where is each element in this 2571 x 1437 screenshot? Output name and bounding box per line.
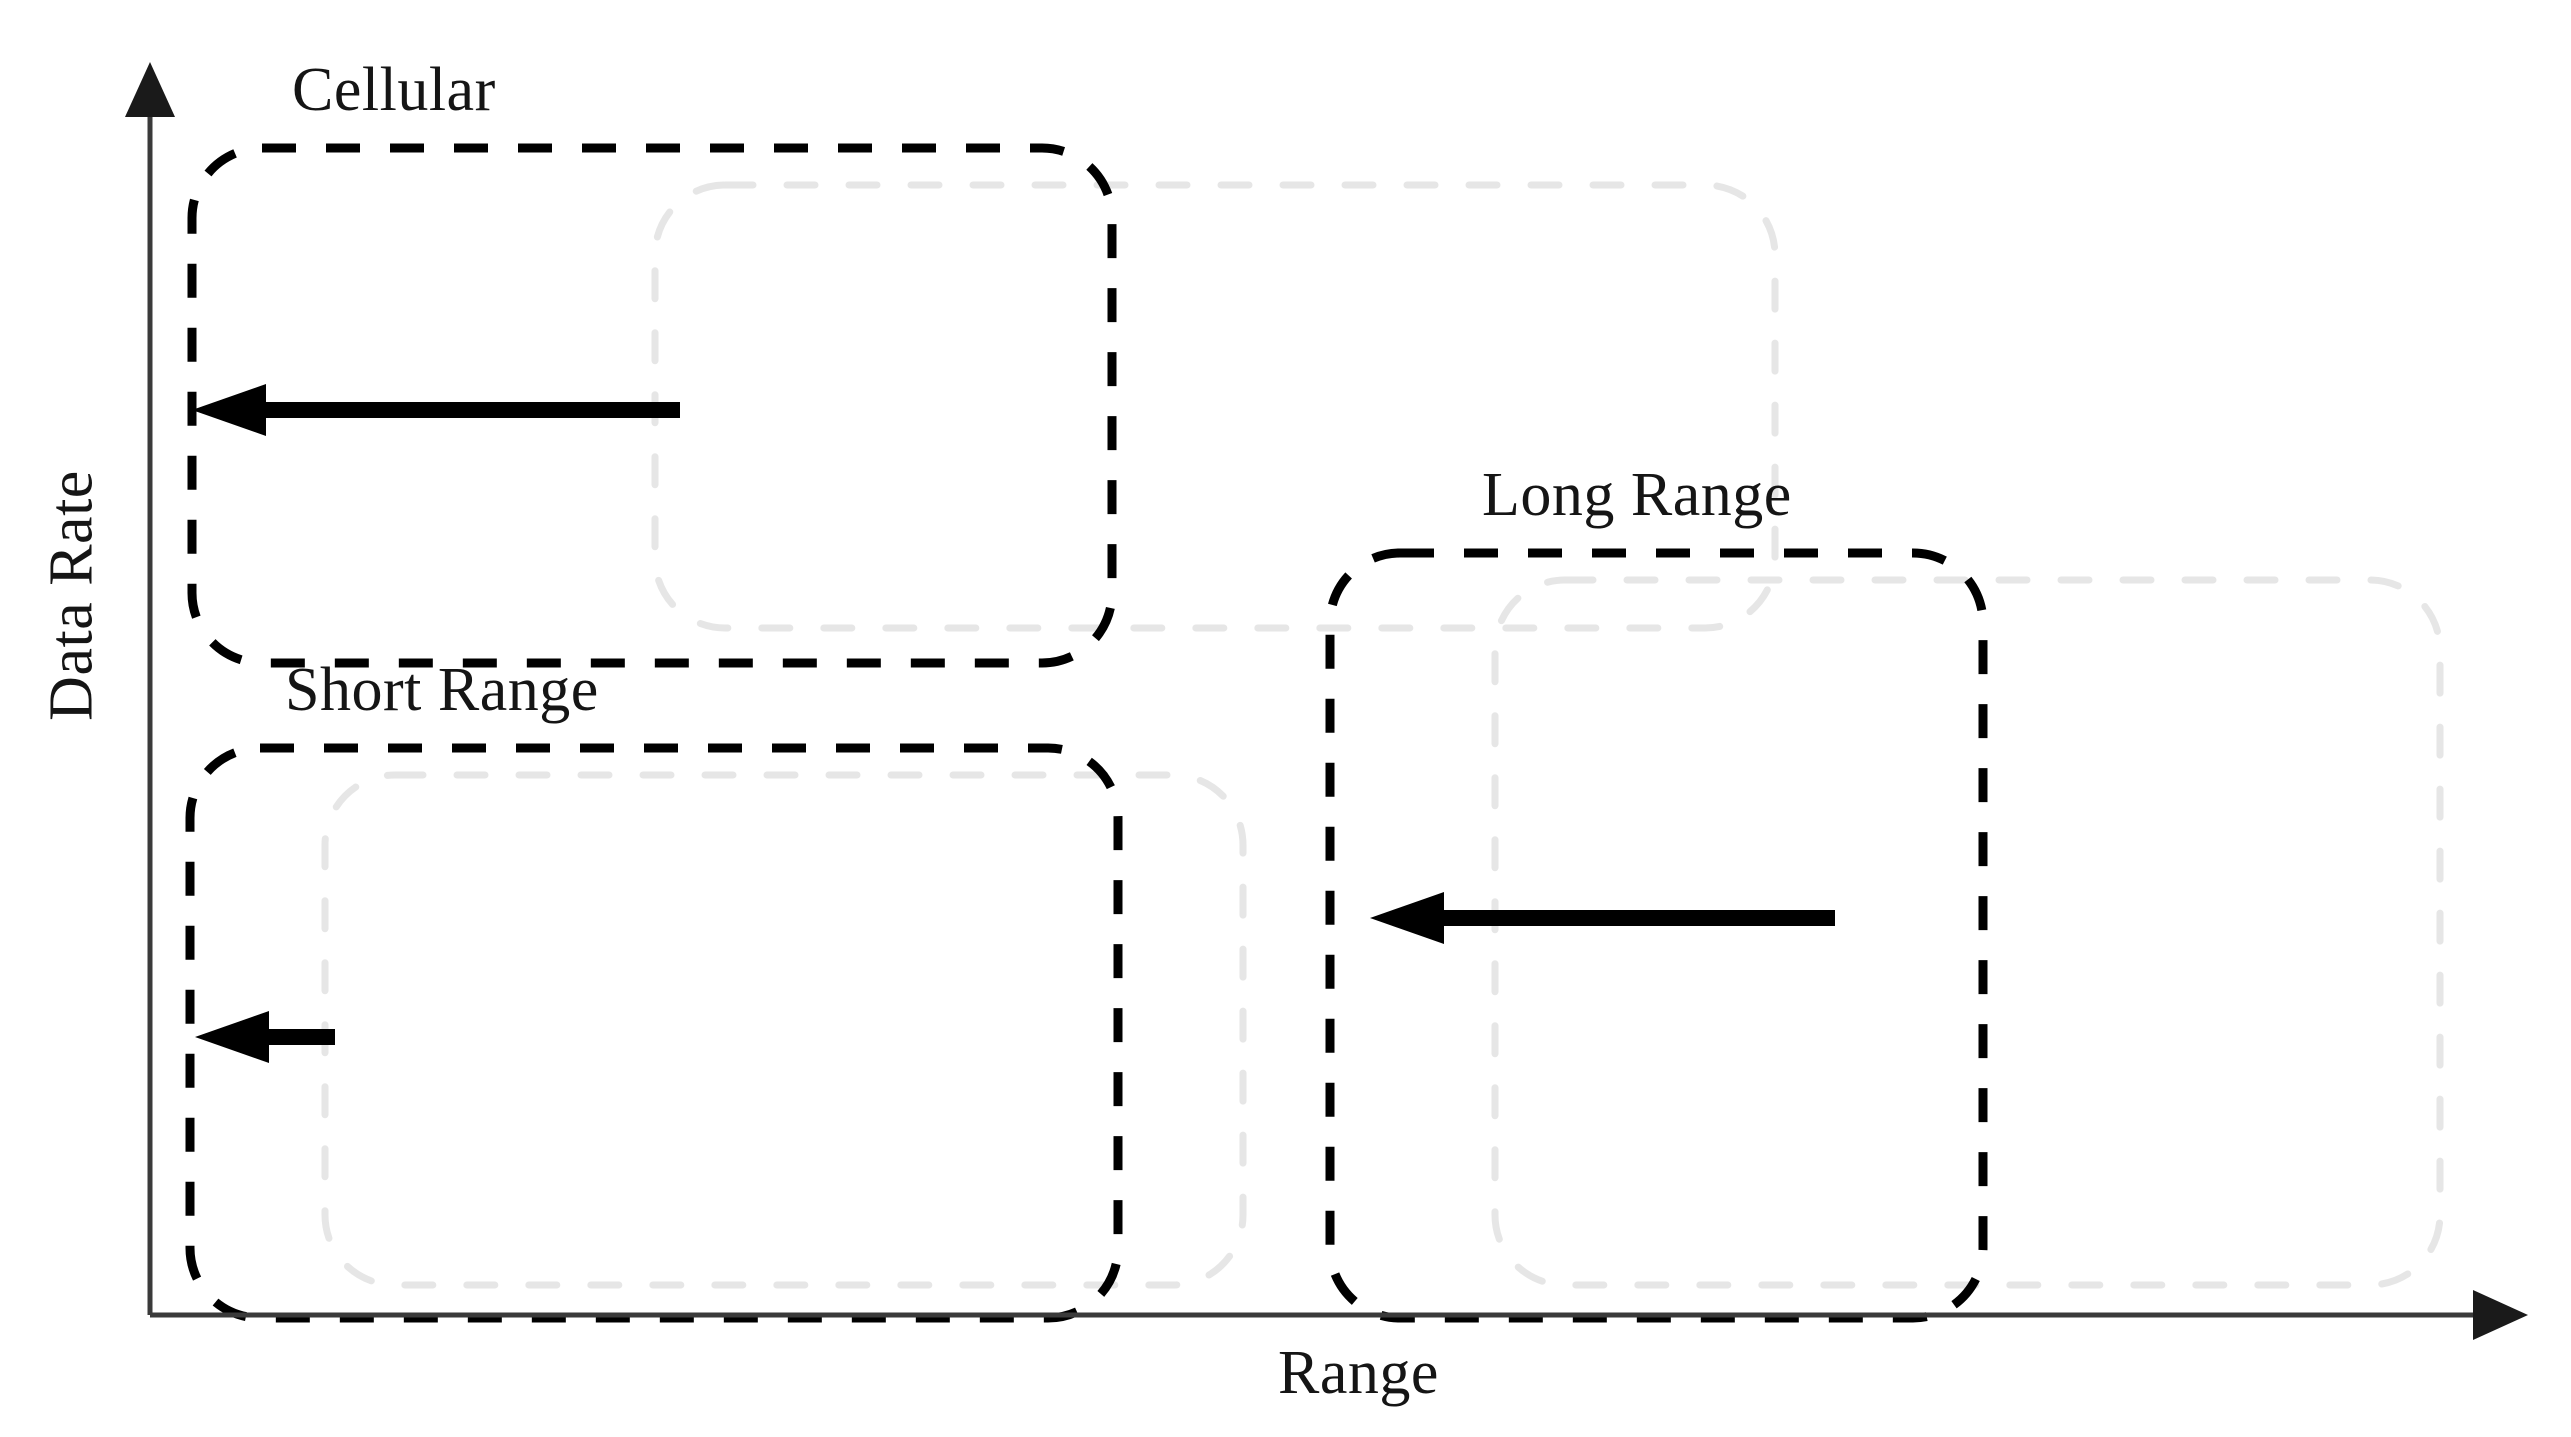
- ghost-box-short-range: [321, 771, 1247, 1289]
- group-label-short-range: Short Range: [285, 656, 599, 724]
- solid-box-long-range[interactable]: [1325, 548, 1988, 1323]
- trend-arrow-long-range: [1370, 892, 1835, 944]
- axis-layer: [125, 62, 2528, 1340]
- solid-box-cellular[interactable]: [187, 143, 1117, 668]
- y-axis-label: Data Rate: [37, 470, 106, 721]
- x-axis-label: Range: [1278, 1339, 1439, 1407]
- trend-arrow-cellular: [192, 384, 680, 436]
- solid-box-short-range[interactable]: [185, 743, 1123, 1323]
- ghost-box-cellular: [651, 181, 1779, 632]
- ghost-box-layer: [321, 181, 2444, 1289]
- trend-arrow-layer: [192, 384, 1835, 1063]
- ghost-box-long-range: [1491, 576, 2444, 1289]
- solid-box-layer: [185, 143, 1988, 1323]
- trend-arrow-short-range: [195, 1011, 335, 1063]
- group-label-long-range: Long Range: [1482, 461, 1792, 529]
- group-label-cellular: Cellular: [292, 56, 496, 124]
